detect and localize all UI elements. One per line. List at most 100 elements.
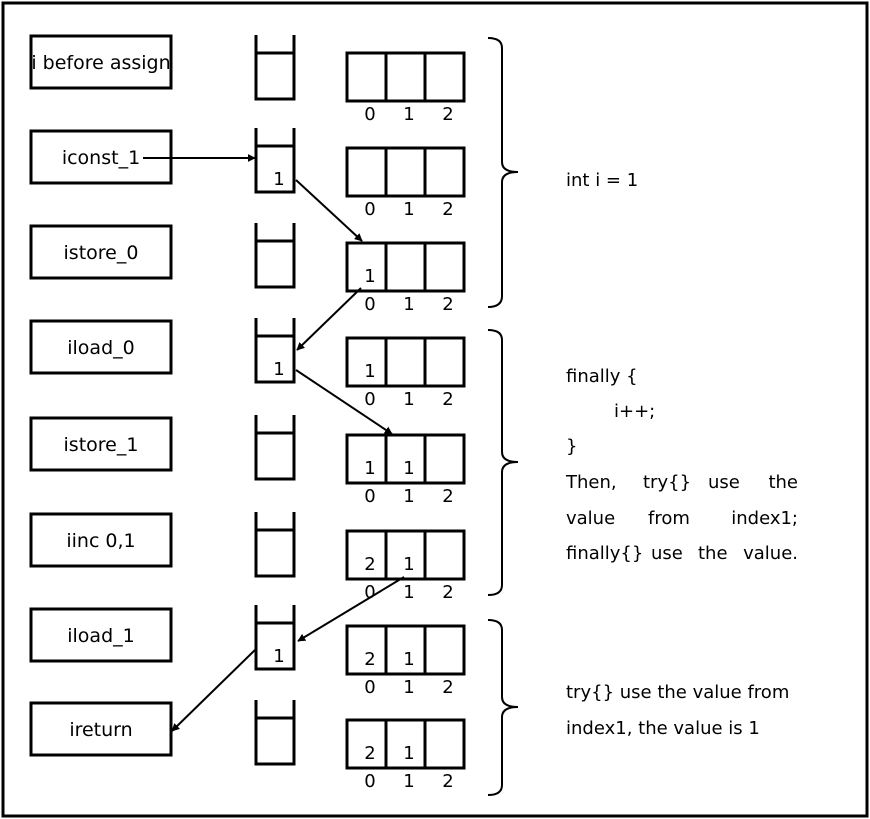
local-var-index: 1	[403, 677, 414, 698]
local-var-cell	[423, 336, 466, 388]
local-var-index: 2	[442, 294, 453, 315]
operand-stack	[254, 605, 296, 671]
arrow-stack-to-local0	[295, 179, 363, 242]
local-var-cell	[384, 433, 427, 485]
local-var-cell	[423, 433, 466, 485]
local-var-cell	[423, 718, 466, 770]
annotation-word: the	[698, 543, 728, 564]
annotation-word: Then,	[565, 472, 617, 493]
local-var-cell	[384, 624, 427, 676]
operand-stack	[254, 35, 296, 101]
local-var-index: 2	[442, 486, 453, 507]
instruction-label: iload_1	[67, 625, 134, 647]
group-braces	[487, 37, 519, 796]
local-var-value: 1	[403, 743, 414, 764]
local-var-value: 1	[403, 458, 414, 479]
operand-stack	[254, 128, 296, 194]
instruction-box	[29, 512, 173, 568]
local-var-index: 0	[364, 104, 375, 125]
flow-arrows	[143, 154, 405, 732]
local-var-index: 1	[403, 771, 414, 792]
local-var-value: 2	[364, 743, 375, 764]
annotation-finally-close: }	[566, 436, 577, 457]
annotation-increment: i++;	[614, 401, 655, 422]
local-var-cell	[384, 51, 427, 103]
local-var-value: 2	[364, 554, 375, 575]
instruction-label: iinc 0,1	[66, 530, 135, 552]
local-var-value: 1	[403, 554, 414, 575]
step-rows: i before assign 0 1 2 iconst_1 1 0 1 2 istore_0 1 0…	[29, 34, 466, 792]
local-var-index: 0	[364, 294, 375, 315]
operand-stack-value: 1	[273, 359, 284, 380]
annotation-try-line-2: index1, the value is 1	[566, 718, 760, 739]
local-var-index: 2	[442, 771, 453, 792]
local-var-cell	[345, 718, 388, 770]
local-var-value: 1	[364, 361, 375, 382]
annotation-try-line-1: try{} use the value from	[566, 682, 789, 703]
operand-stack	[254, 318, 296, 384]
annotation-word: value	[566, 508, 615, 529]
instruction-box	[29, 34, 173, 90]
step-row: ireturn 2 0 1 1 2	[29, 700, 466, 792]
local-var-cell	[384, 336, 427, 388]
instruction-box	[29, 607, 173, 663]
local-var-index: 0	[364, 771, 375, 792]
instruction-label: ireturn	[69, 719, 132, 741]
brace-group-2	[487, 329, 519, 596]
annotation-word: value.	[743, 543, 798, 564]
local-var-value: 1	[364, 458, 375, 479]
instruction-label: istore_0	[64, 242, 139, 264]
operand-stack-value: 1	[273, 169, 284, 190]
annotation-group-1: int i = 1	[566, 170, 638, 191]
local-var-cell	[423, 146, 466, 198]
step-row: istore_1 1 0 1 1 2	[29, 415, 466, 507]
local-var-cell	[423, 51, 466, 103]
local-var-cell	[423, 624, 466, 676]
operand-stack	[254, 223, 296, 289]
annotation-word: use	[651, 543, 683, 564]
local-var-cell	[345, 624, 388, 676]
instruction-box	[29, 319, 173, 375]
brace-group-3	[487, 619, 519, 796]
operand-stack-value: 1	[273, 646, 284, 667]
local-var-index: 2	[442, 199, 453, 220]
local-var-index: 1	[403, 104, 414, 125]
local-var-index: 2	[442, 389, 453, 410]
instruction-box	[29, 224, 173, 280]
annotation-group-2: finally { i++; } Then, try{} use the val…	[565, 366, 798, 564]
annotation-word: the	[768, 472, 798, 493]
instruction-label: iload_0	[67, 337, 134, 359]
local-var-cell	[384, 529, 427, 581]
annotation-word: finally{}	[566, 543, 643, 564]
local-var-value: 1	[403, 649, 414, 670]
arrow-stack-to-ireturn	[171, 649, 256, 732]
instruction-box	[29, 416, 173, 472]
local-var-index: 0	[364, 486, 375, 507]
local-var-cell	[384, 241, 427, 293]
instruction-label: iconst_1	[62, 147, 140, 169]
local-var-index: 1	[403, 294, 414, 315]
arrow-local0-to-stack	[296, 287, 362, 351]
annotation-word: from	[648, 508, 690, 529]
operand-stack	[254, 700, 296, 766]
instruction-box	[29, 701, 173, 757]
local-var-cell	[384, 146, 427, 198]
local-var-cell	[345, 146, 388, 198]
annotation-int-i: int i = 1	[566, 170, 638, 191]
operand-stack	[254, 512, 296, 578]
instruction-label: istore_1	[64, 434, 139, 456]
annotation-word: index1;	[731, 508, 798, 529]
local-var-index: 0	[364, 582, 375, 603]
annotation-group-3: try{} use the value from index1, the val…	[566, 682, 789, 739]
instruction-label: i before assign	[31, 52, 170, 74]
local-var-index: 1	[403, 486, 414, 507]
local-var-cell	[345, 51, 388, 103]
